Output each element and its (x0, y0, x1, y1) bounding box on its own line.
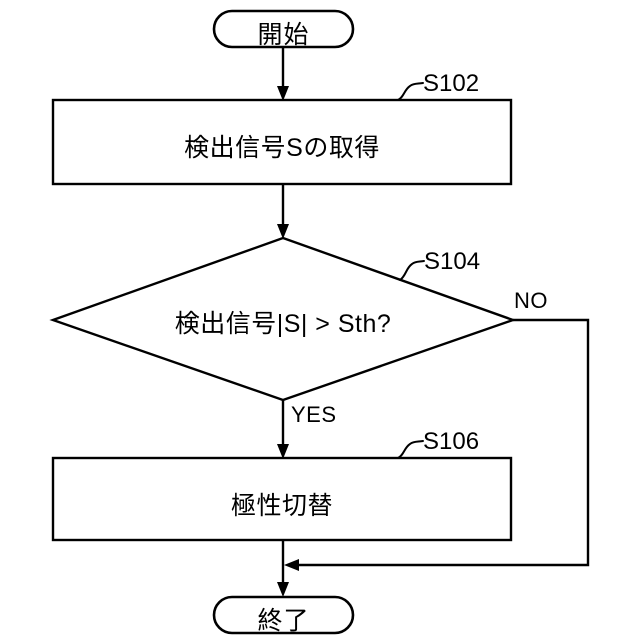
step1-step-id: S102 (423, 70, 480, 97)
decision-label: 検出信号|S| > Sth? (174, 310, 392, 338)
branch-label-no: NO (514, 288, 548, 313)
start-terminator-label: 開始 (257, 21, 310, 49)
leader-line-s102 (397, 82, 424, 101)
arrowhead-no-merge (284, 559, 299, 571)
arrowhead-step2 (277, 444, 289, 459)
branch-label-yes: YES (291, 402, 337, 427)
end-terminator-label: 終了 (257, 607, 310, 635)
leader-line-s106 (397, 440, 424, 459)
end-terminator-shape (212, 595, 355, 635)
decision-step-id: S104 (424, 248, 481, 275)
step2-label: 極性切替 (230, 492, 333, 520)
leader-line-s104 (399, 260, 425, 281)
arrowhead-step1 (277, 86, 289, 101)
arrowhead-decision (277, 224, 289, 239)
step1-process-shape (51, 98, 513, 186)
step1-label: 検出信号Sの取得 (184, 134, 380, 162)
arrowhead-end (277, 582, 289, 597)
connector-decision-no-path (293, 318, 590, 567)
step2-step-id: S106 (423, 428, 480, 455)
